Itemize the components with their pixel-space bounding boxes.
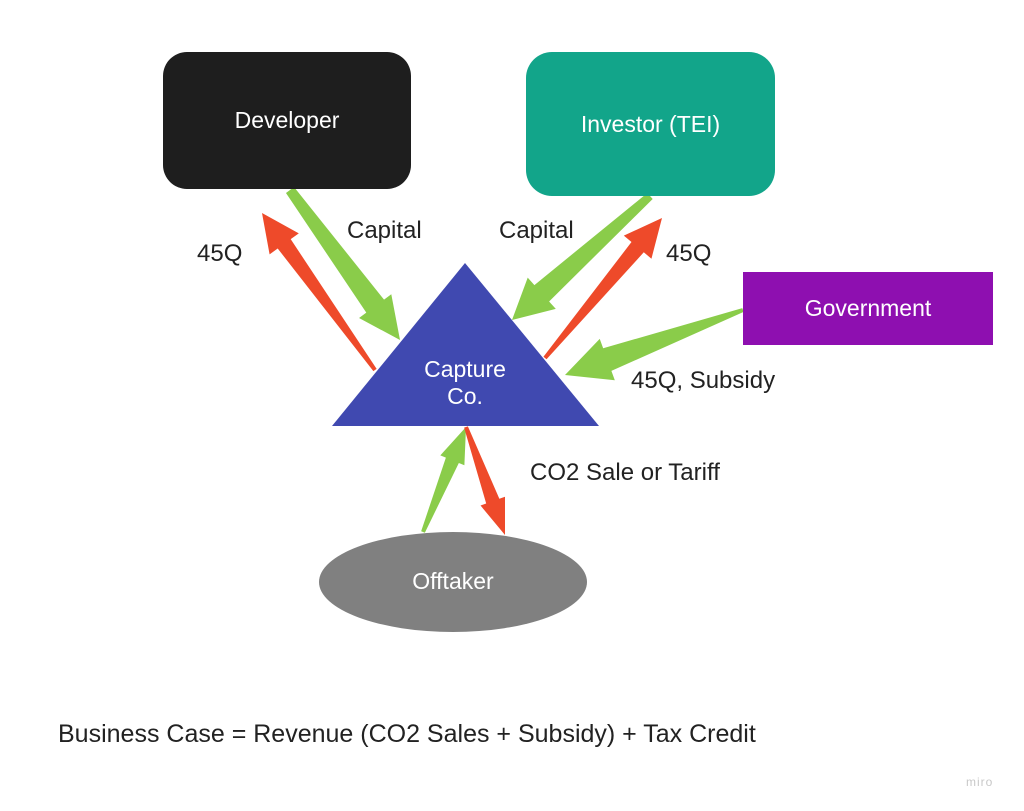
investor-label: Investor (TEI)	[580, 110, 721, 137]
capture-co-node[interactable]	[332, 263, 599, 426]
capture-label-line2: Co.	[447, 383, 483, 409]
developer-label: Developer	[234, 107, 340, 133]
developer-capital-arrow	[285, 187, 400, 340]
offtaker-to-capture-arrow	[421, 427, 466, 533]
developer-node[interactable]: Developer	[163, 52, 411, 189]
investor-node[interactable]: Investor (TEI)	[526, 52, 775, 196]
capture-to-offtaker-arrow	[464, 426, 505, 535]
government-arrow	[565, 308, 744, 381]
investor-capital-arrow	[512, 193, 653, 320]
capture-label-line1: Capture	[424, 356, 506, 382]
investor-capital-label: Capital	[499, 217, 574, 244]
developer-45q-label: 45Q	[197, 240, 243, 267]
miro-watermark: miro	[966, 775, 994, 789]
developer-45q-arrow	[262, 213, 377, 372]
capture-co-label: Capture Co.	[405, 356, 525, 410]
offtaker-label: Offtaker	[412, 568, 494, 594]
developer-capital-label: Capital	[347, 217, 422, 244]
business-case-formula: Business Case = Revenue (CO2 Sales + Sub…	[58, 720, 756, 748]
investor-45q-arrow	[543, 218, 662, 360]
government-node[interactable]: Government	[743, 272, 993, 345]
government-flow-label: 45Q, Subsidy	[631, 367, 776, 394]
investor-45q-label: 45Q	[666, 240, 712, 267]
offtaker-flow-label: CO2 Sale or Tariff	[530, 459, 720, 486]
offtaker-node[interactable]	[319, 532, 587, 632]
government-label: Government	[804, 295, 932, 321]
